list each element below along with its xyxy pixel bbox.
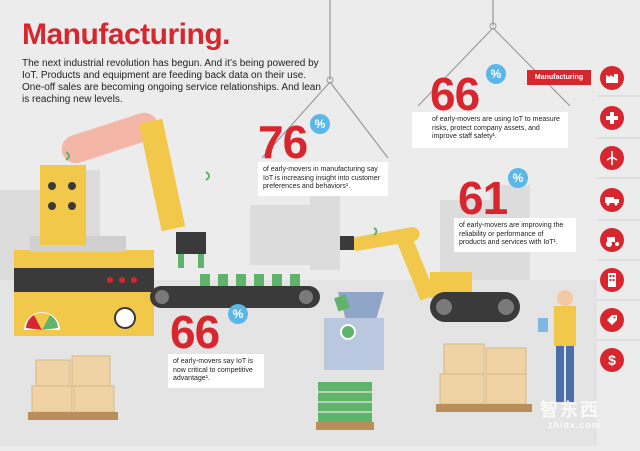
nav-item-cities[interactable] xyxy=(600,268,624,292)
tag-icon xyxy=(607,315,617,325)
wind-turbine-icon xyxy=(606,151,618,165)
percent-badge: % xyxy=(228,304,248,324)
nav-item-factory[interactable] xyxy=(600,66,624,90)
percent-badge: % xyxy=(486,64,506,84)
truck-icon xyxy=(605,197,619,206)
stat-value: 76 xyxy=(258,116,308,168)
stat-card-66-top: 66 % xyxy=(430,64,506,120)
stat-card-66-bottom: 66 % xyxy=(170,304,248,358)
intro-paragraph: The next industrial revolution has begun… xyxy=(22,58,321,105)
stat-value: 61 xyxy=(458,172,508,224)
stat-description: of early-movers are using IoT to measure… xyxy=(412,112,568,148)
tractor-icon xyxy=(606,237,619,247)
stat-card-76: 76 % xyxy=(258,114,330,168)
stat-card-61: 61 % xyxy=(458,168,528,224)
nav-item-energy[interactable] xyxy=(600,146,624,170)
building-icon xyxy=(608,273,616,287)
stat-description: of early-movers say IoT is now critical … xyxy=(168,354,264,388)
nav-item-agriculture[interactable] xyxy=(600,228,624,252)
factory-scene xyxy=(0,0,576,430)
stat-description: of early-movers are improving the reliab… xyxy=(454,218,576,252)
percent-badge: % xyxy=(310,114,330,134)
nav-item-finance[interactable]: $ xyxy=(600,348,624,372)
dollar-icon: $ xyxy=(608,352,616,368)
category-nav-rail xyxy=(597,0,640,446)
stat-value: 66 xyxy=(170,306,220,358)
nav-active-label[interactable]: Manufacturing xyxy=(527,70,591,85)
page-title: Manufacturing. xyxy=(22,18,231,51)
svg-text:$: $ xyxy=(608,352,616,368)
watermark-logo: 智东西 xyxy=(540,400,600,420)
factory-icon xyxy=(606,74,618,83)
percent-badge: % xyxy=(508,168,528,188)
nav-item-transport[interactable] xyxy=(600,188,624,212)
nav-item-retail[interactable] xyxy=(600,308,624,332)
medical-cross-icon xyxy=(606,112,618,124)
stat-value: 66 xyxy=(430,68,480,120)
watermark-url: zhidx.com xyxy=(548,420,602,430)
nav-item-healthcare[interactable] xyxy=(600,106,624,130)
stat-description: of early-movers in manufacturing say IoT… xyxy=(258,162,388,196)
